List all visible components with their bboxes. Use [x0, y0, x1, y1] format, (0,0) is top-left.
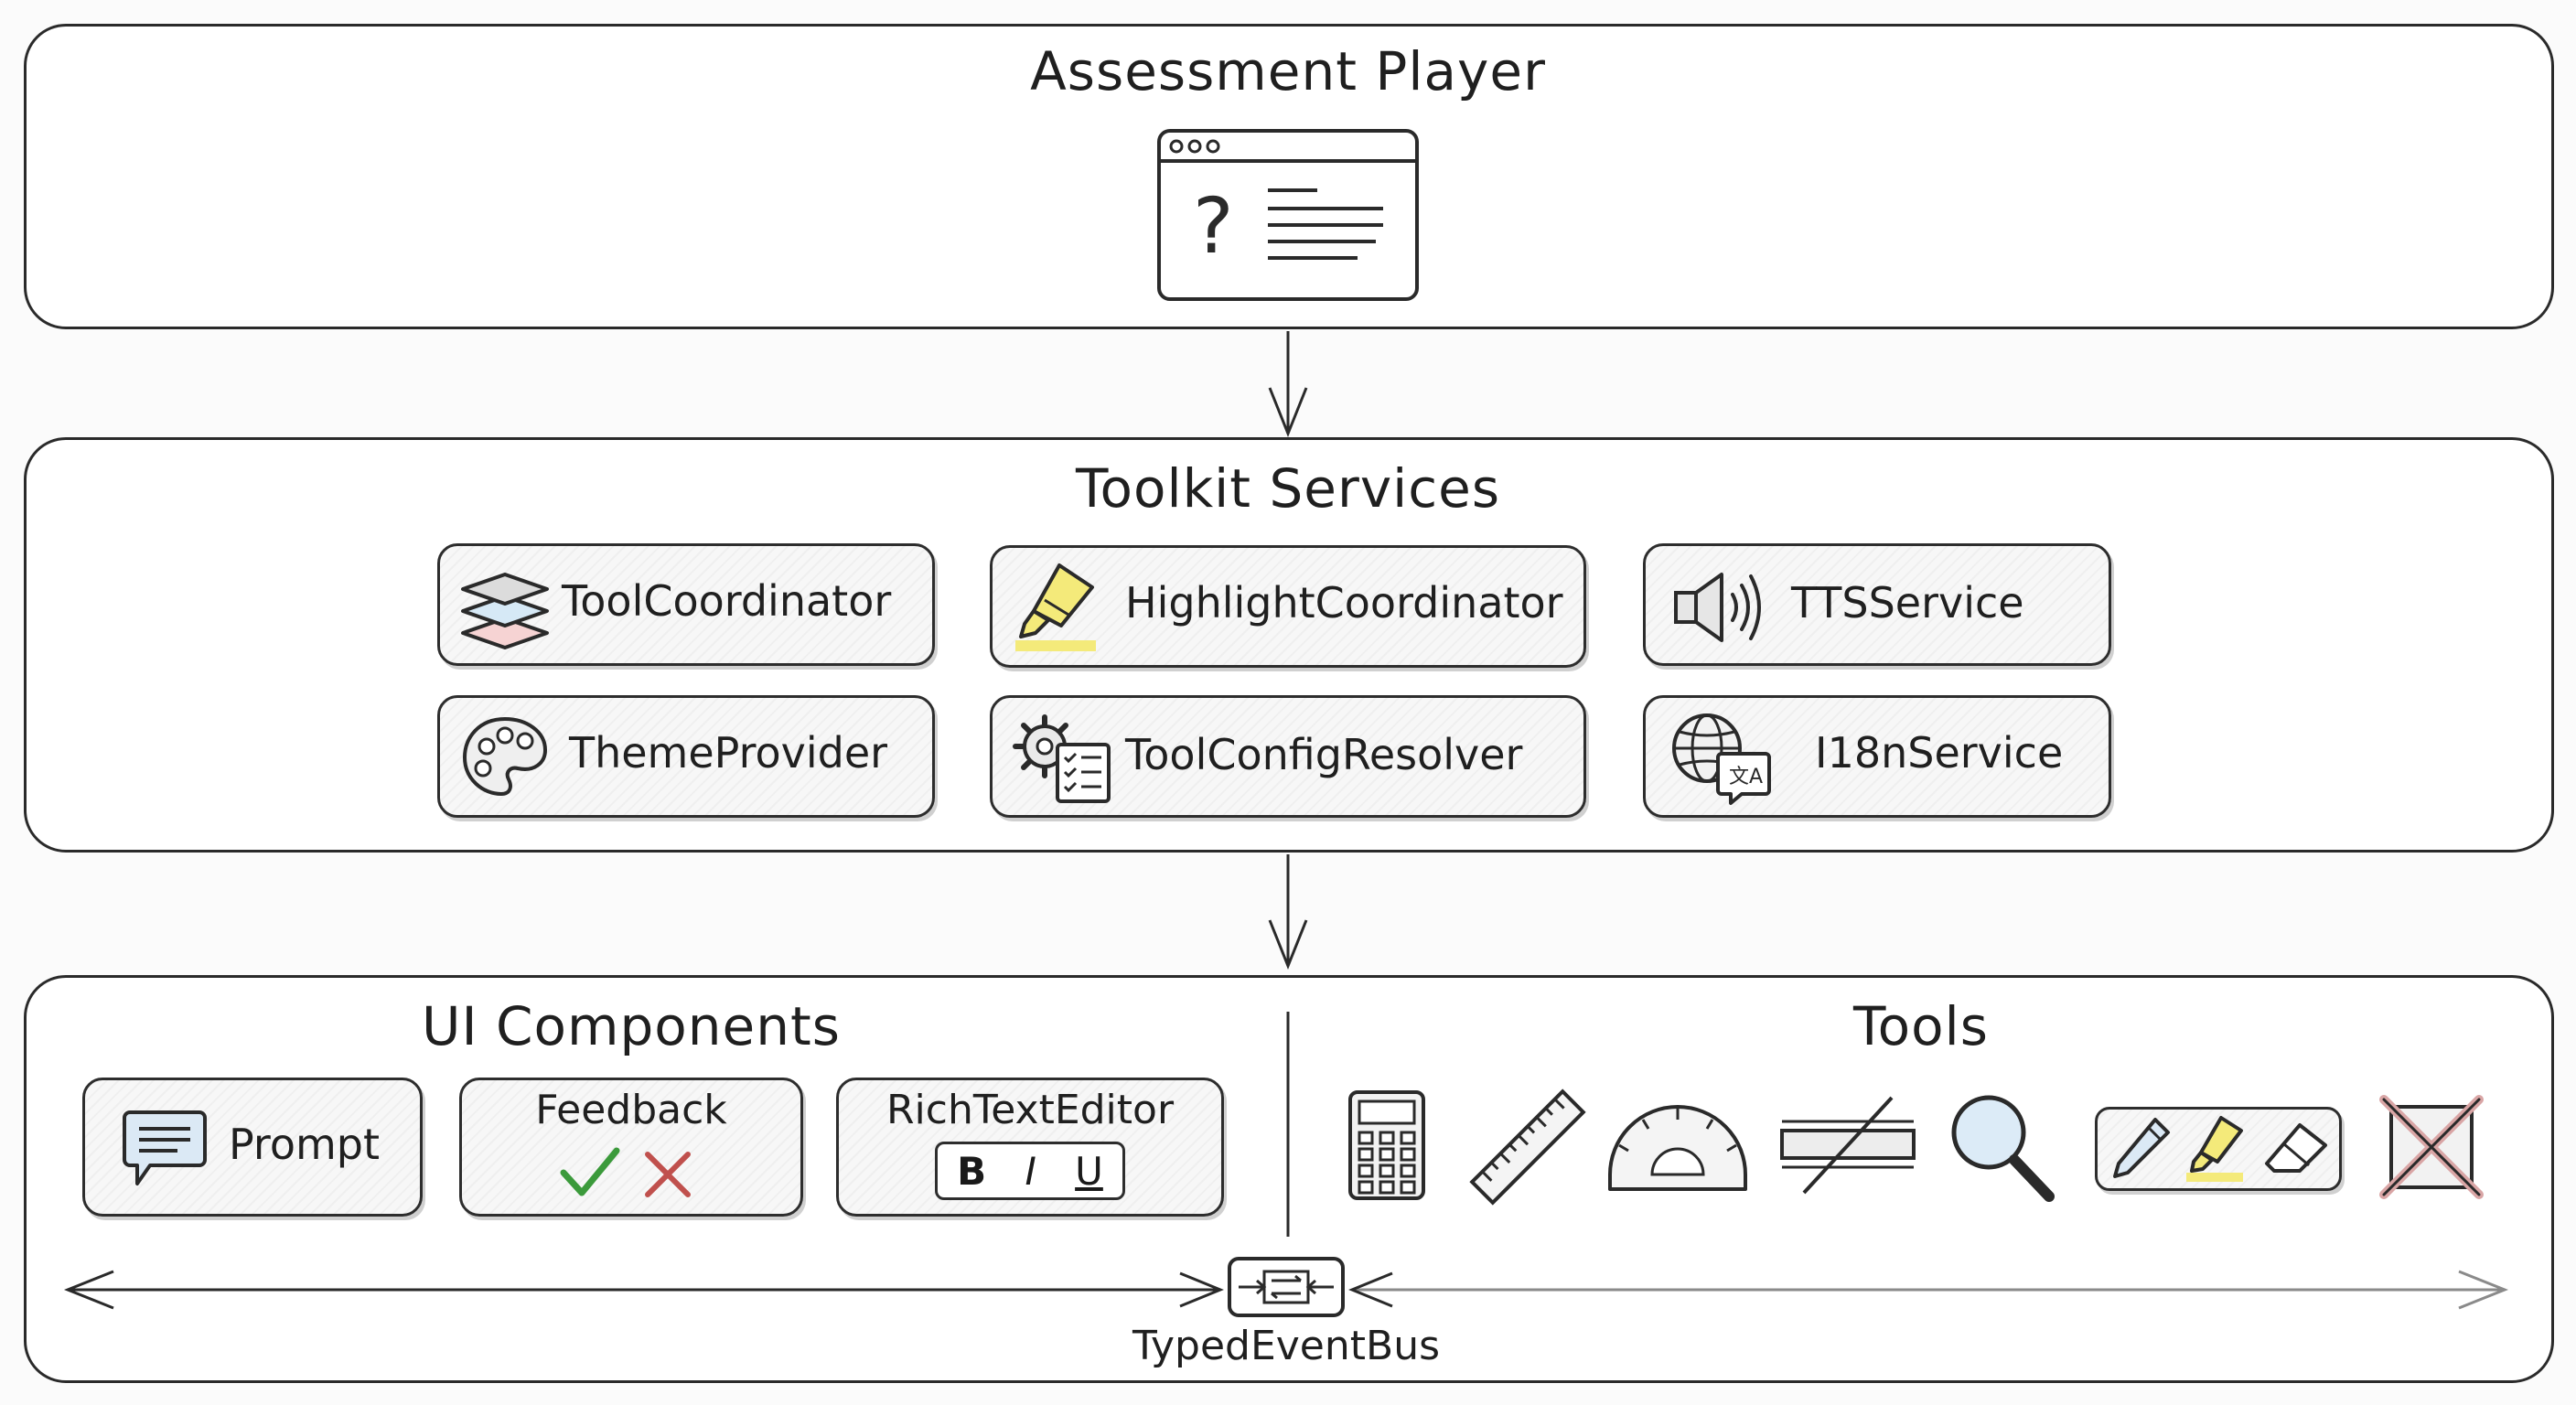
- service-label-tool-config-resolver: ToolConfigResolver: [1125, 730, 1523, 779]
- eraser-icon: [2263, 1121, 2329, 1176]
- service-label-tool-coordinator: ToolCoordinator: [562, 576, 892, 626]
- line-reader-icon: [1778, 1094, 1917, 1196]
- ruler-icon: [1465, 1085, 1590, 1209]
- svg-text:文A: 文A: [1729, 766, 1763, 788]
- event-bus-arrowhead-far-left: [63, 1270, 114, 1310]
- event-bus-arrowhead-into-bus-right: [1348, 1271, 1393, 1308]
- palette-icon: [461, 713, 549, 798]
- browser-window-icon: ?: [1156, 128, 1420, 302]
- ui-label-feedback: Feedback: [535, 1087, 727, 1133]
- ui-card-feedback: [459, 1078, 803, 1217]
- protractor-icon: [1606, 1098, 1749, 1193]
- arrowhead-player-to-services: [1268, 387, 1308, 438]
- arrowhead-services-to-bottom: [1268, 919, 1308, 971]
- cross-icon: [640, 1147, 695, 1202]
- event-bus-icon: [1226, 1255, 1347, 1319]
- event-bus-label: TypedEventBus: [1132, 1323, 1441, 1369]
- highlighter-icon: [1012, 560, 1100, 655]
- pen-icon: [2109, 1116, 2172, 1182]
- toolkit-services-title: Toolkit Services: [1075, 457, 1501, 520]
- highlighter-tool-icon: [2184, 1114, 2247, 1184]
- layers-icon: [459, 562, 551, 649]
- bold-button: B: [957, 1148, 987, 1194]
- italic-button: I: [1025, 1148, 1036, 1194]
- service-label-tts-service: TTSService: [1791, 578, 2024, 627]
- speaker-icon: [1670, 569, 1769, 646]
- svg-text:?: ?: [1193, 181, 1234, 271]
- ui-label-prompt: Prompt: [229, 1120, 381, 1169]
- service-label-i18n-service: I18nService: [1815, 728, 2064, 778]
- ui-label-rich-text-editor: RichTextEditor: [886, 1087, 1175, 1133]
- answer-eliminator-icon: [2378, 1094, 2485, 1200]
- tools-title: Tools: [1853, 995, 1989, 1057]
- magnifier-icon: [1947, 1090, 2056, 1204]
- underline-button: U: [1075, 1148, 1103, 1194]
- ui-components-title: UI Components: [422, 995, 841, 1057]
- globe-translate-icon: 文A: [1670, 710, 1773, 805]
- format-toolbar: B I U: [935, 1142, 1125, 1200]
- check-icon: [558, 1145, 622, 1200]
- calculator-icon: [1347, 1089, 1427, 1202]
- chat-bubble-icon: [123, 1109, 207, 1187]
- event-bus-arrowhead-into-bus-left: [1179, 1271, 1224, 1308]
- service-label-theme-provider: ThemeProvider: [569, 728, 888, 778]
- gear-checklist-icon: [1012, 712, 1112, 803]
- service-label-highlight-coordinator: HighlightCoordinator: [1125, 578, 1563, 627]
- event-bus-arrowhead-far-right: [2458, 1270, 2509, 1310]
- assessment-player-title: Assessment Player: [1030, 40, 1546, 102]
